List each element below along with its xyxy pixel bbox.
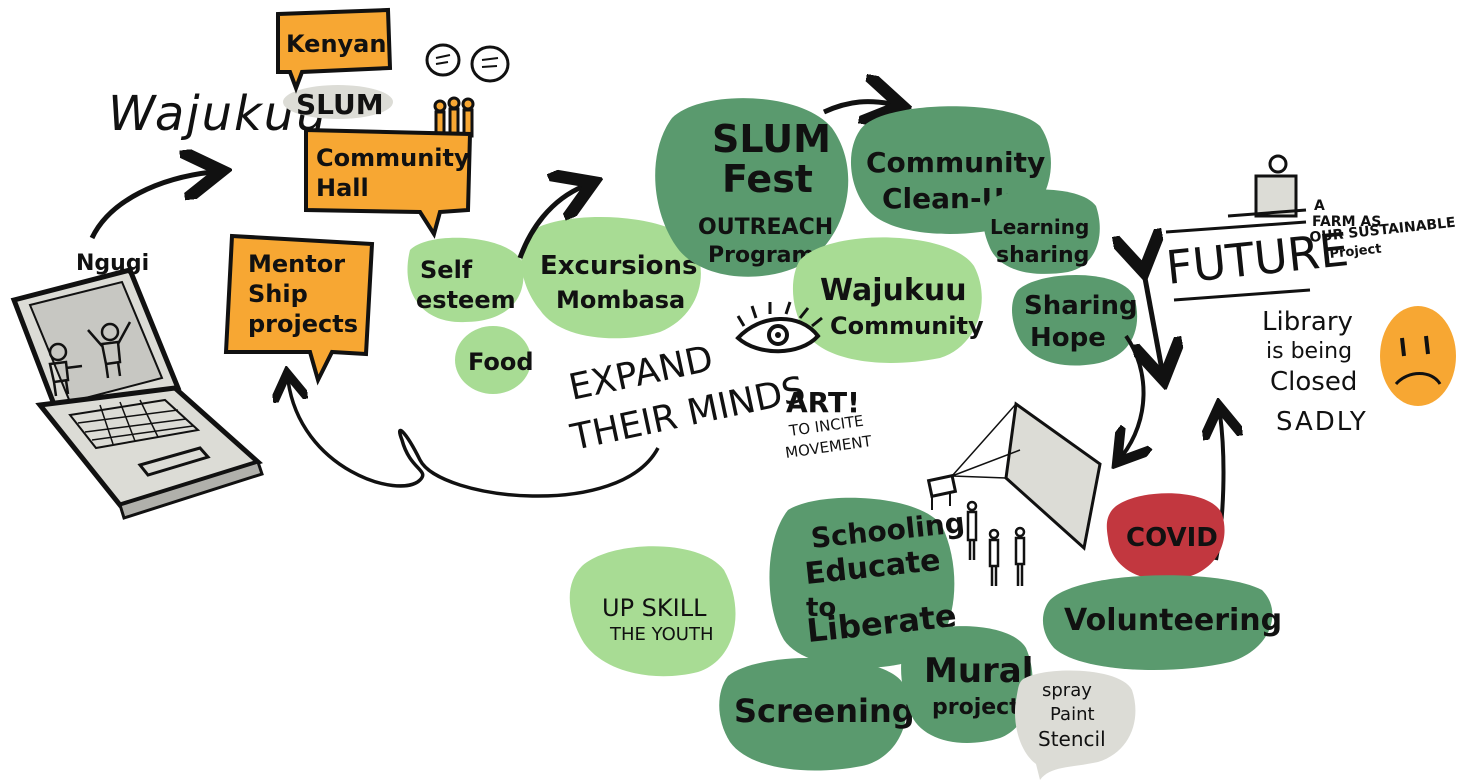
future-underline bbox=[1173, 288, 1311, 302]
farm-line4: Project bbox=[1329, 242, 1382, 262]
kenyan-label: Kenyan bbox=[286, 30, 386, 58]
sharing-hope-line1: Sharing bbox=[1024, 291, 1138, 321]
mentorship-bubble: Mentor Ship projects bbox=[223, 233, 375, 386]
learning-line2: sharing bbox=[996, 243, 1089, 268]
kenyan-bubble: Kenyan bbox=[276, 7, 393, 94]
learning-line1: Learning bbox=[990, 215, 1089, 239]
community-hall-line2: Hall bbox=[316, 174, 369, 202]
upskill-line1: UP SKILL bbox=[602, 594, 707, 622]
speech-bubbles-icon bbox=[425, 43, 510, 83]
slum-badge bbox=[283, 85, 393, 119]
spray-line2: Paint bbox=[1050, 704, 1095, 725]
farm-line2: FARM AS bbox=[1312, 214, 1381, 230]
arrow-to-cleanups bbox=[822, 102, 892, 112]
schooling-line3: to bbox=[806, 593, 836, 623]
community-hall-bubble: Community Hall bbox=[304, 127, 473, 239]
excursions-line2: Mombasa bbox=[556, 286, 685, 314]
volunteering-blob: Volunteering bbox=[1042, 575, 1282, 671]
food-label: Food bbox=[468, 348, 534, 376]
community-hall-line1: Community bbox=[316, 144, 470, 172]
excursions-line1: Excursions bbox=[540, 251, 698, 281]
spray-line1: spray bbox=[1042, 680, 1092, 701]
excursions-blob: Excursions Mombasa bbox=[521, 217, 701, 339]
sharing-hope-line2: Hope bbox=[1030, 323, 1106, 353]
learning-blob: Learning sharing bbox=[983, 189, 1100, 274]
arrow-to-slum bbox=[89, 172, 212, 240]
mural-blob: Mural projects bbox=[901, 626, 1033, 743]
library-line2: is being bbox=[1266, 339, 1352, 364]
podium-person-icon bbox=[1165, 154, 1307, 234]
upskill-blob: UP SKILL THE YOUTH bbox=[569, 546, 736, 677]
future-double-arrow bbox=[1142, 262, 1162, 370]
slum-fest-blob: SLUM Fest OUTREACH Program bbox=[655, 98, 849, 277]
wajukuu-community-line1: Wajukuu bbox=[820, 273, 967, 308]
wajukuu-community-blob: Wajukuu Community bbox=[792, 237, 984, 363]
eye-icon bbox=[735, 301, 823, 354]
spray-line3: Stencil bbox=[1038, 727, 1106, 751]
slum-fest-line1: SLUM bbox=[712, 117, 831, 161]
slum-fest-line2: Fest bbox=[722, 157, 813, 201]
sharing-hope-blob: Sharing Hope bbox=[1012, 274, 1138, 366]
library-line4: SADLY bbox=[1276, 407, 1368, 437]
upskill-line2: THE YOUTH bbox=[609, 624, 714, 645]
cleanups-line1: Community bbox=[866, 146, 1045, 179]
farm-line1: A bbox=[1314, 198, 1325, 214]
self-esteem-line1: Self bbox=[420, 256, 473, 284]
laptop-icon bbox=[10, 267, 264, 520]
volunteering-label: Volunteering bbox=[1064, 603, 1282, 638]
spray-bubble: spray Paint Stencil bbox=[1014, 670, 1136, 780]
library-line1: Library bbox=[1262, 307, 1353, 337]
outreach-line2: Program bbox=[708, 243, 814, 268]
audience-icon bbox=[966, 500, 1026, 586]
arrow-hope-down bbox=[1122, 334, 1144, 456]
outreach-line1: OUTREACH bbox=[698, 215, 833, 240]
screening-label: Screening bbox=[734, 692, 915, 730]
covid-label: COVID bbox=[1126, 523, 1218, 553]
mentorship-line1: Mentor bbox=[248, 250, 345, 278]
schooling-blob: Schooling Educate to Liberate bbox=[769, 497, 966, 668]
mural-line1: Mural bbox=[924, 651, 1033, 691]
library-line3: Closed bbox=[1270, 367, 1357, 397]
mentorship-line3: projects bbox=[248, 310, 358, 338]
loop-arrow bbox=[288, 380, 660, 498]
art-line1: ART! bbox=[786, 386, 860, 419]
arrow-to-fest bbox=[517, 186, 584, 259]
mentorship-line2: Ship bbox=[248, 280, 308, 308]
covid-blob: COVID bbox=[1106, 493, 1225, 581]
people-icon bbox=[433, 96, 475, 138]
food-blob: Food bbox=[455, 326, 534, 394]
sad-face-icon bbox=[1380, 306, 1456, 406]
person-name: Ngugi bbox=[76, 251, 149, 276]
self-esteem-line2: esteem bbox=[416, 286, 516, 314]
screen-icon bbox=[951, 401, 1102, 551]
self-esteem-blob: Self esteem bbox=[407, 237, 524, 323]
title-slum: SLUM bbox=[296, 88, 384, 121]
wajukuu-community-line2: Community bbox=[830, 312, 984, 340]
projector-icon bbox=[926, 473, 958, 510]
screening-blob: Screening bbox=[719, 657, 915, 771]
